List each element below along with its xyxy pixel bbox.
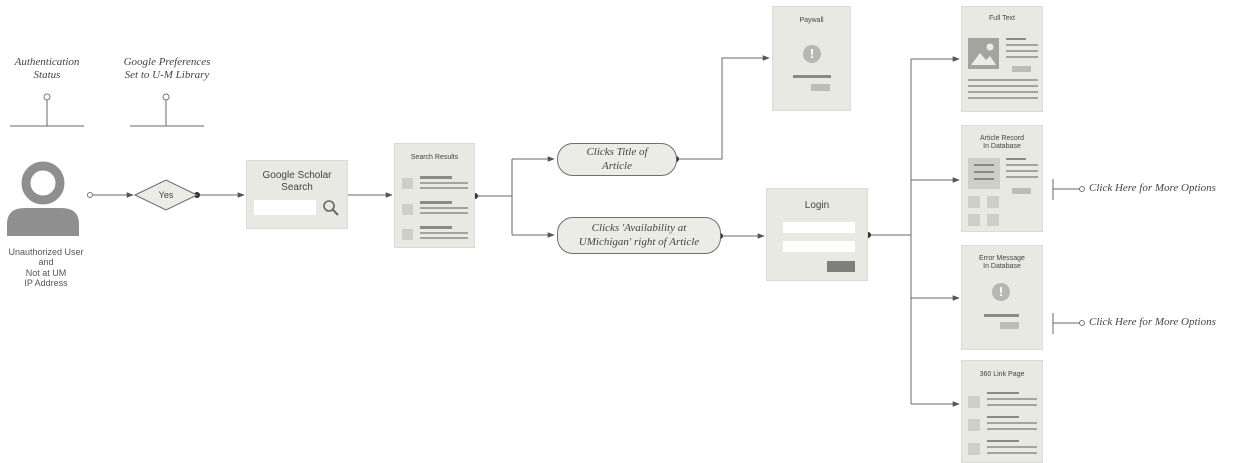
alert-icon: ! (992, 283, 1010, 301)
link-line (987, 422, 1037, 424)
record-tile (987, 214, 999, 226)
paywall-title: Paywall (799, 17, 824, 24)
decision-label: Yes (158, 190, 174, 200)
error-message-title: Error Message In Database (979, 255, 1025, 271)
result-title-bar (420, 201, 452, 204)
link-line (987, 440, 1019, 442)
error-message-card[interactable]: Error Message In Database ! (961, 245, 1043, 350)
link-line (987, 446, 1037, 448)
login-submit-button[interactable] (827, 261, 855, 272)
google-scholar-search-card[interactable]: Google Scholar Search (246, 160, 348, 229)
record-line (1006, 170, 1038, 172)
results-title: Search Results (410, 154, 459, 161)
link-line (987, 416, 1019, 418)
fulltext-title: Full Text (989, 15, 1015, 22)
result-line (420, 207, 468, 209)
record-tile (968, 214, 980, 226)
fulltext-line (968, 97, 1038, 99)
link-thumb (968, 396, 980, 408)
result-line (420, 182, 468, 184)
result-line (420, 237, 468, 239)
link-line (987, 428, 1037, 430)
more-options-link-error[interactable]: Click Here for More Options (1089, 316, 1216, 328)
link-line (987, 392, 1019, 394)
more-options-link-record[interactable]: Click Here for More Options (1089, 182, 1216, 194)
fulltext-line (968, 79, 1038, 81)
search-icon[interactable] (322, 199, 340, 217)
record-line (1006, 158, 1026, 160)
error-button (1000, 322, 1019, 329)
link-line (987, 452, 1037, 454)
article-record-card[interactable]: Article Record In Database (961, 125, 1043, 232)
record-line (974, 178, 994, 180)
fulltext-line (968, 85, 1038, 87)
link-thumb (968, 419, 980, 431)
login-title: Login (804, 200, 830, 211)
result-line (420, 232, 468, 234)
fulltext-line (968, 91, 1038, 93)
record-image (968, 158, 1000, 189)
result-thumb (402, 204, 413, 215)
google-preferences-label: Google Preferences Set to U-M Library (123, 56, 211, 82)
user-label: Unauthorized User and Not at UM IP Addre… (8, 247, 84, 289)
paywall-line (793, 75, 831, 78)
login-username-field[interactable] (783, 222, 855, 233)
clicks-availability-action[interactable]: Clicks 'Availability at UMichigan' right… (557, 217, 721, 254)
result-line (420, 187, 468, 189)
user-icon (5, 158, 81, 238)
full-text-card[interactable]: Full Text (961, 6, 1043, 112)
result-thumb (402, 229, 413, 240)
paywall-card[interactable]: Paywall ! (772, 6, 851, 111)
login-card[interactable]: Login (766, 188, 868, 281)
auth-status-label: Authentication Status (14, 56, 80, 82)
scholar-search-input[interactable] (254, 200, 316, 215)
link360-title: 360 Link Page (979, 371, 1025, 378)
link-line (987, 398, 1037, 400)
result-title-bar (420, 226, 452, 229)
paywall-button (811, 84, 830, 91)
link-line (987, 404, 1037, 406)
clicks-title-action[interactable]: Clicks Title of Article (557, 143, 677, 176)
link-360-card[interactable]: 360 Link Page (961, 360, 1043, 463)
record-line (1006, 176, 1038, 178)
fulltext-line (1006, 38, 1026, 40)
alert-icon: ! (803, 45, 821, 63)
result-title-bar (420, 176, 452, 179)
image-icon (968, 38, 999, 69)
record-tile (987, 196, 999, 208)
record-line (1006, 164, 1038, 166)
decision-diamond (133, 179, 199, 211)
fulltext-line (1006, 56, 1038, 58)
fulltext-line (1006, 50, 1038, 52)
error-line (984, 314, 1019, 317)
record-button (1012, 188, 1031, 194)
record-tile (968, 196, 980, 208)
link-thumb (968, 443, 980, 455)
scholar-title: Google Scholar Search (262, 170, 332, 193)
article-record-title: Article Record In Database (980, 135, 1024, 151)
result-line (420, 212, 468, 214)
fulltext-line (1006, 44, 1038, 46)
record-line (974, 164, 994, 166)
record-line (974, 171, 994, 173)
search-results-card[interactable]: Search Results (394, 143, 475, 248)
fulltext-button (1012, 66, 1031, 72)
login-password-field[interactable] (783, 241, 855, 252)
result-thumb (402, 178, 413, 189)
